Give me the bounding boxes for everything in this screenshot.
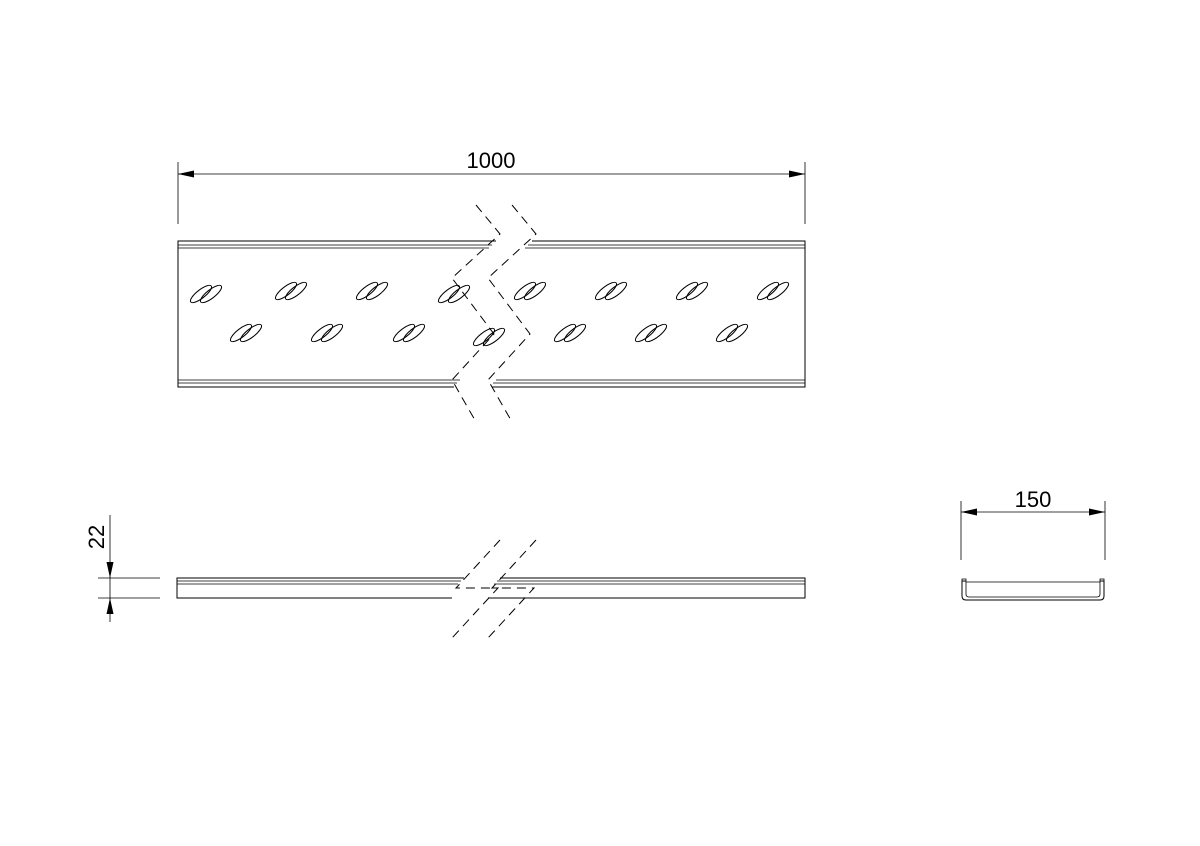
perforation-slot: [604, 281, 628, 301]
perforation-slot-pair: [437, 284, 471, 304]
perforation-slot-pair: [634, 323, 668, 343]
perforation-slot: [725, 323, 749, 343]
width-dimension-label: 150: [1015, 487, 1052, 512]
perforation-slot-pair: [274, 281, 308, 301]
perforation-slot: [634, 323, 658, 343]
perforation-slot: [513, 281, 537, 301]
perforation-slot-pair: [355, 281, 389, 301]
perforation-slot: [523, 281, 547, 301]
perforation-slot: [284, 281, 308, 301]
perforation-slot: [644, 323, 668, 343]
perforation-slot-pair: [513, 281, 547, 301]
perforation-slot: [365, 281, 389, 301]
perforation-slot: [392, 323, 416, 343]
break-line-side-view: [451, 539, 537, 639]
perforation-slot: [274, 281, 298, 301]
length-dimension-label: 1000: [467, 148, 516, 173]
perforation-slot-pair: [189, 284, 223, 304]
perforation-slot: [355, 281, 379, 301]
perforation-slot: [594, 281, 618, 301]
perforation-slot: [675, 281, 699, 301]
height-dimension-label: 22: [84, 525, 109, 549]
perforation-slot-pair: [392, 323, 426, 343]
perforation-slot: [199, 284, 223, 304]
perforation-slot: [685, 281, 709, 301]
perforation-slot: [229, 323, 253, 343]
perforation-slot: [553, 323, 577, 343]
perforation-slot: [402, 323, 426, 343]
perforation-slot: [447, 284, 471, 304]
perforation-slot: [472, 327, 496, 347]
perforation-slot: [437, 284, 461, 304]
perforation-slot-pair: [310, 323, 344, 343]
perforation-slot-pair: [553, 323, 587, 343]
tray-left-part: [177, 240, 496, 388]
width-dimension: 150: [960, 487, 1106, 560]
perforation-slot-pair: [756, 281, 790, 301]
perforation-slots: [189, 281, 790, 347]
perforation-slot-pair: [229, 323, 263, 343]
perforation-slot: [310, 323, 334, 343]
perforation-slot-pair: [472, 327, 506, 347]
perforation-slot: [320, 323, 344, 343]
top-view: 1000: [177, 148, 806, 423]
perforation-slot: [766, 281, 790, 301]
tray-cross-section: [961, 578, 1105, 601]
height-dimension: 22: [84, 515, 160, 622]
side-view: 22: [84, 515, 806, 639]
end-view: 150: [960, 487, 1106, 601]
break-line-top-view: [451, 204, 537, 423]
perforation-slot: [715, 323, 739, 343]
perforation-slot: [482, 327, 506, 347]
perforation-slot: [189, 284, 213, 304]
perforation-slot-pair: [675, 281, 709, 301]
length-dimension: 1000: [177, 148, 806, 224]
perforation-slot-pair: [715, 323, 749, 343]
perforation-slot-pair: [594, 281, 628, 301]
perforation-slot: [756, 281, 780, 301]
perforation-slot: [239, 323, 263, 343]
tray-right-part: [492, 240, 806, 388]
perforation-slot: [563, 323, 587, 343]
